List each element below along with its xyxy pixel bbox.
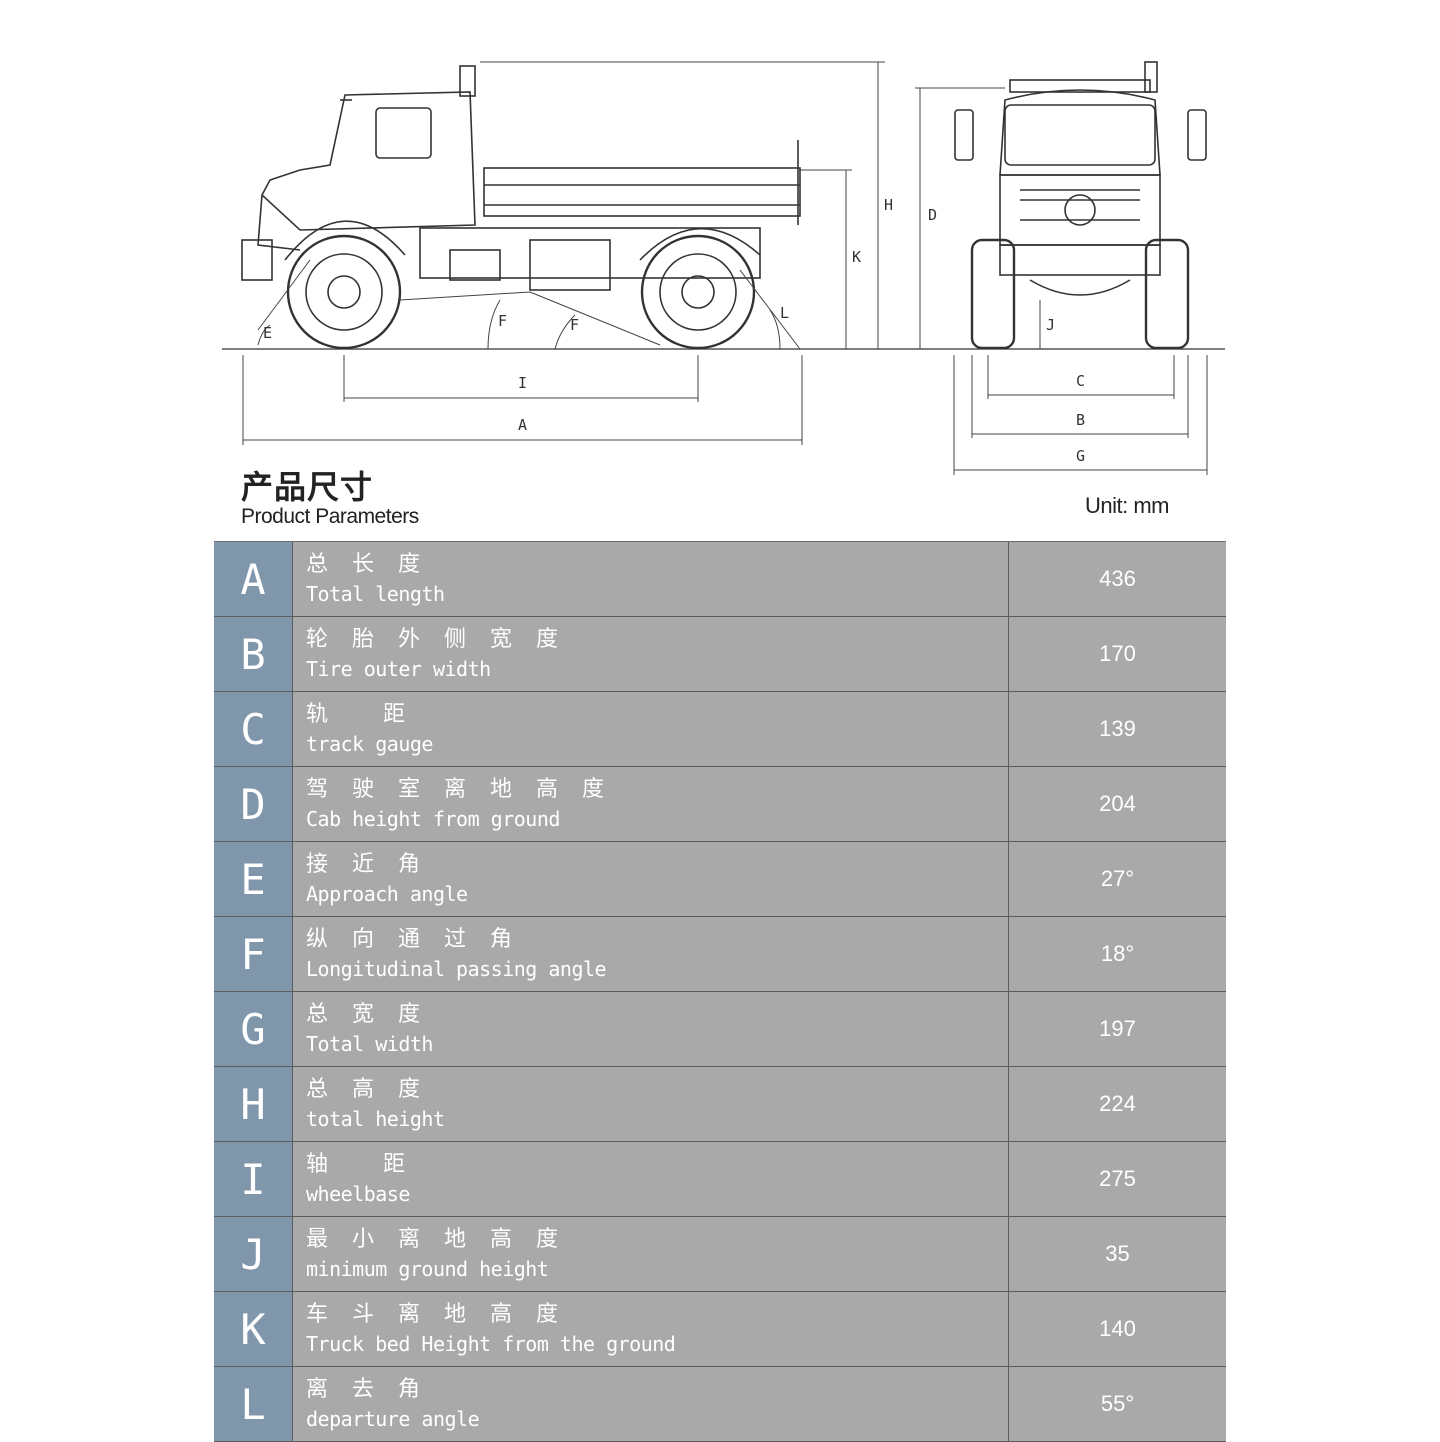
row-name-cn: 离去角 xyxy=(306,1377,445,1402)
table-row: I 轴 距 wheelbase 275 xyxy=(214,1142,1226,1217)
row-name-en: Tire outer width xyxy=(306,657,491,681)
row-name-cn: 总宽度 xyxy=(306,1002,445,1027)
row-name-en: Cab height from ground xyxy=(306,807,560,831)
row-letter: F xyxy=(214,917,293,991)
row-name: 车斗离地高度 Truck bed Height from the ground xyxy=(293,1292,1009,1366)
table-row: K 车斗离地高度 Truck bed Height from the groun… xyxy=(214,1292,1226,1367)
row-letter: D xyxy=(214,767,293,841)
row-name: 离去角 departure angle xyxy=(293,1367,1009,1441)
spec-table: A 总长度 Total length 436 B 轮胎外侧宽度 Tire out… xyxy=(214,541,1226,1442)
row-name: 驾驶室离地高度 Cab height from ground xyxy=(293,767,1009,841)
table-row: H 总高度 total height 224 xyxy=(214,1067,1226,1142)
row-letter: A xyxy=(214,542,293,616)
row-name: 轨 距 track gauge xyxy=(293,692,1009,766)
row-name-en: Longitudinal passing angle xyxy=(306,957,607,981)
row-value: 55° xyxy=(1100,1391,1135,1416)
row-name: 轴 距 wheelbase xyxy=(293,1142,1009,1216)
row-letter: E xyxy=(214,842,293,916)
row-letter: G xyxy=(214,992,293,1066)
unit-label: Unit: mm xyxy=(1085,493,1170,518)
row-letter: L xyxy=(214,1367,293,1441)
side-view-truck xyxy=(222,65,1225,350)
page-title-cn: 产品尺寸 xyxy=(241,468,374,506)
row-value: 170 xyxy=(1099,641,1136,666)
dim-label-g: G xyxy=(1076,447,1085,465)
row-value: 197 xyxy=(1099,1016,1136,1041)
dim-label-j: J xyxy=(1046,316,1055,334)
row-name-cn: 总高度 xyxy=(306,1077,445,1102)
row-name-en: departure angle xyxy=(306,1407,480,1431)
row-name-cn: 车斗离地高度 xyxy=(306,1302,583,1327)
table-row: J 最小离地高度 minimum ground height 35 xyxy=(214,1217,1226,1292)
row-value: 18° xyxy=(1100,941,1135,966)
table-row: C 轨 距 track gauge 139 xyxy=(214,692,1226,767)
row-name-cn: 总长度 xyxy=(306,552,445,577)
row-value: 35 xyxy=(1105,1241,1130,1266)
dim-label-c: C xyxy=(1076,372,1085,390)
row-name-en: minimum ground height xyxy=(306,1257,549,1281)
row-value: 27° xyxy=(1100,866,1135,891)
row-name: 轮胎外侧宽度 Tire outer width xyxy=(293,617,1009,691)
side-view-dimensions xyxy=(242,61,885,445)
row-name-cn: 最小离地高度 xyxy=(306,1227,583,1252)
front-view-truck xyxy=(954,61,1207,350)
row-name-cn: 接近角 xyxy=(306,852,445,877)
table-row: F 纵向通过角 Longitudinal passing angle 18° xyxy=(214,917,1226,992)
page-title-en: Product Parameters xyxy=(241,505,419,528)
row-letter: K xyxy=(214,1292,293,1366)
row-name: 纵向通过角 Longitudinal passing angle xyxy=(293,917,1009,991)
row-letter: I xyxy=(214,1142,293,1216)
row-name: 接近角 Approach angle xyxy=(293,842,1009,916)
row-name-cn: 纵向通过角 xyxy=(306,927,537,952)
row-letter: H xyxy=(214,1067,293,1141)
row-name: 总宽度 Total width xyxy=(293,992,1009,1066)
row-value: 436 xyxy=(1099,566,1136,591)
row-name-cn: 轮胎外侧宽度 xyxy=(306,627,583,652)
row-name-cn: 轨 距 xyxy=(306,702,429,727)
row-name-en: track gauge xyxy=(306,732,433,756)
dim-label-l: L xyxy=(780,304,789,322)
truck-dimension-drawing: A I E F F L K H D J C B G xyxy=(222,61,1225,475)
table-row: L 离去角 departure angle 55° xyxy=(214,1367,1226,1442)
row-name: 总高度 total height xyxy=(293,1067,1009,1141)
row-value: 139 xyxy=(1099,716,1136,741)
dim-label-a: A xyxy=(518,416,527,434)
dim-label-e: E xyxy=(263,324,272,342)
dim-label-i: I xyxy=(518,374,527,392)
dim-label-h: H xyxy=(884,196,893,214)
row-value: 140 xyxy=(1099,1316,1136,1341)
row-value: 275 xyxy=(1099,1166,1136,1191)
row-value: 224 xyxy=(1099,1091,1136,1116)
row-name-en: Total width xyxy=(306,1032,433,1056)
table-row: B 轮胎外侧宽度 Tire outer width 170 xyxy=(214,617,1226,692)
dim-label-f-2: F xyxy=(570,316,579,334)
row-name-en: Total length xyxy=(306,582,445,606)
row-name-cn: 驾驶室离地高度 xyxy=(306,777,629,802)
table-row: G 总宽度 Total width 197 xyxy=(214,992,1226,1067)
table-row: A 总长度 Total length 436 xyxy=(214,542,1226,617)
row-name: 最小离地高度 minimum ground height xyxy=(293,1217,1009,1291)
dim-label-k: K xyxy=(852,248,861,266)
row-letter: C xyxy=(214,692,293,766)
row-letter: J xyxy=(214,1217,293,1291)
dim-label-f-1: F xyxy=(498,312,507,330)
table-row: E 接近角 Approach angle 27° xyxy=(214,842,1226,917)
dim-label-b: B xyxy=(1076,411,1085,429)
table-row: D 驾驶室离地高度 Cab height from ground 204 xyxy=(214,767,1226,842)
row-name-en: wheelbase xyxy=(306,1182,410,1206)
dim-label-d: D xyxy=(928,206,937,224)
row-name-cn: 轴 距 xyxy=(306,1152,429,1177)
front-view-dimensions xyxy=(915,87,1208,475)
row-name-en: Approach angle xyxy=(306,882,468,906)
row-letter: B xyxy=(214,617,293,691)
row-name: 总长度 Total length xyxy=(293,542,1009,616)
row-name-en: Truck bed Height from the ground xyxy=(306,1332,676,1356)
row-name-en: total height xyxy=(306,1107,445,1131)
row-value: 204 xyxy=(1099,791,1136,816)
